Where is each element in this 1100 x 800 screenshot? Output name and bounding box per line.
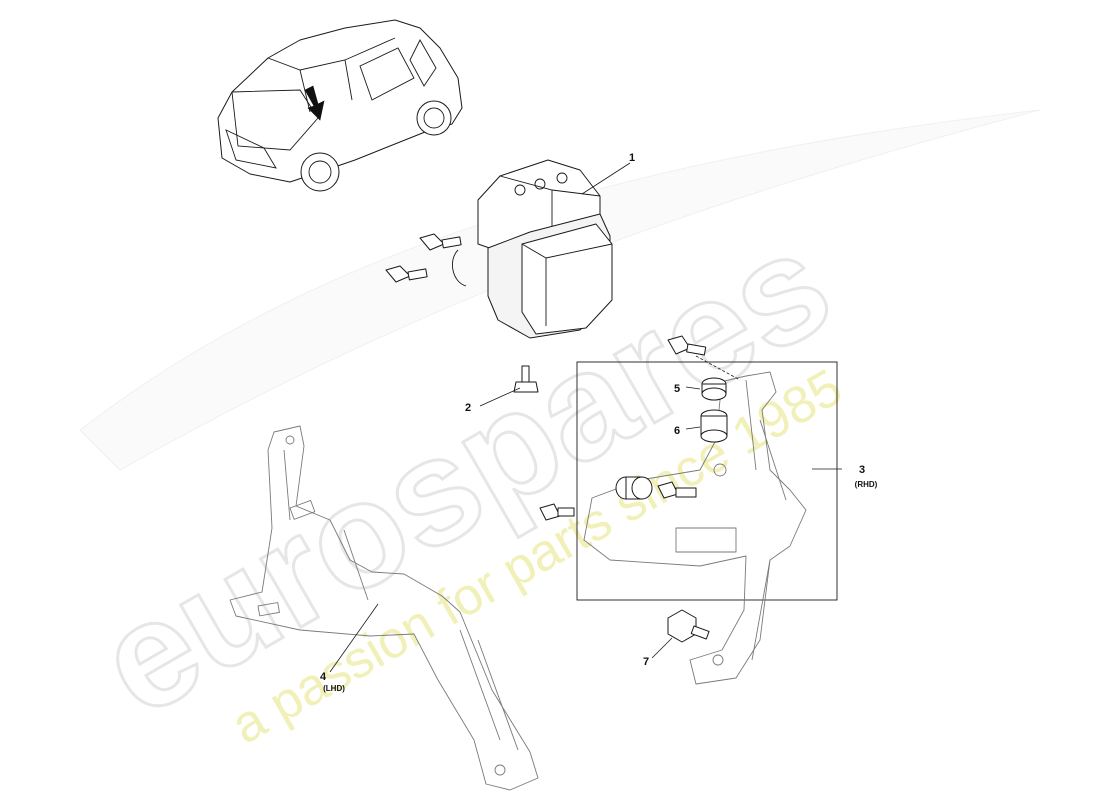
rubber-mount: [700, 409, 728, 443]
stud-bolt: [513, 365, 539, 393]
vehicle-locator-illustration: [217, 19, 463, 192]
modulator-bolt-upper: [419, 233, 462, 251]
lhd-bracket: [229, 425, 539, 791]
rhd-inner-bolt: [657, 481, 697, 499]
callout-3: 3: [859, 464, 865, 476]
callout-4: 4: [320, 671, 327, 683]
collar-bushing: [701, 377, 727, 401]
rhd-upper-bolt: [667, 335, 707, 356]
callout-labels: 1 2 3 (RHD) 4 (LHD) 5 6 7: [320, 152, 878, 693]
watermark-swoosh: [79, 109, 1041, 471]
callout-6: 6: [674, 425, 680, 437]
callout-4-sub: (LHD): [323, 684, 345, 693]
modulator-bolt-lower: [385, 265, 428, 283]
rhd-side-bolt: [539, 503, 575, 521]
callout-5: 5: [674, 383, 680, 395]
rhd-mount-bushing: [615, 476, 653, 500]
callout-3-sub: (RHD): [855, 480, 878, 489]
flange-bolt: [667, 609, 710, 643]
callout-1: 1: [629, 152, 635, 164]
callout-7: 7: [643, 656, 649, 668]
locator-arrow-icon: [304, 85, 325, 121]
callout-2: 2: [465, 402, 471, 414]
leader-lines: [329, 162, 842, 673]
abs-modulator-unit: [451, 159, 613, 339]
